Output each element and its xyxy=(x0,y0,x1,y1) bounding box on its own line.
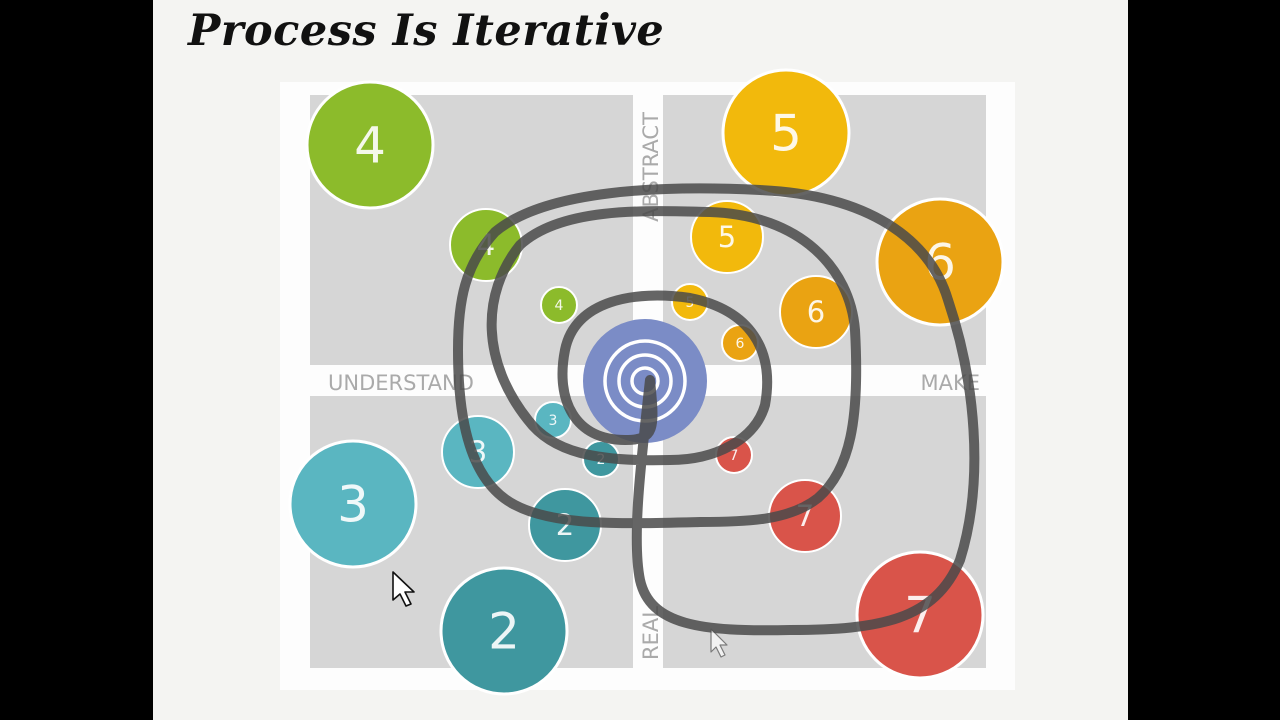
stage-circle-label: 5 xyxy=(770,105,802,163)
stage-circle-label: 7 xyxy=(730,448,739,464)
stage-circle-4: 4 xyxy=(305,80,435,210)
stage-circle-6: 6 xyxy=(875,197,1005,327)
stage-circle-5: 5 xyxy=(721,68,851,198)
mouse-cursor-icon xyxy=(392,571,415,607)
stage-circle-shape xyxy=(288,439,418,569)
stage-circle-label: 2 xyxy=(488,603,520,661)
stage-circle-shape xyxy=(439,566,569,696)
stage-circle-label: 3 xyxy=(549,413,558,429)
stage-circle-2: 2 xyxy=(439,566,569,696)
mouse-cursor-ghost-icon xyxy=(710,628,728,658)
stage-circle-shape xyxy=(441,415,515,489)
stage-circle-shape xyxy=(875,197,1005,327)
axis-label-abstract: ABSTRACT xyxy=(639,112,663,222)
iteration-spiral xyxy=(453,183,980,636)
stage-circle-label: 4 xyxy=(354,117,386,175)
stage-circle-label: 5 xyxy=(718,220,736,254)
stage-circle-7: 7 xyxy=(855,550,985,680)
stage-circle-label: 6 xyxy=(736,336,745,352)
stage-circle-shape xyxy=(305,80,435,210)
stage-circle-label: 3 xyxy=(337,476,369,534)
stage-circle-shape xyxy=(540,286,578,324)
axis-label-understand: UNDERSTAND xyxy=(328,371,474,395)
stage-circle-3: 3 xyxy=(288,439,418,569)
stage-circle-label: 6 xyxy=(807,295,825,329)
stage-circle-3: 3 xyxy=(441,415,515,489)
slide-title: Process Is Iterative xyxy=(188,6,665,56)
stage-circle-label: 4 xyxy=(555,298,564,314)
stage-circle-4: 4 xyxy=(540,286,578,324)
